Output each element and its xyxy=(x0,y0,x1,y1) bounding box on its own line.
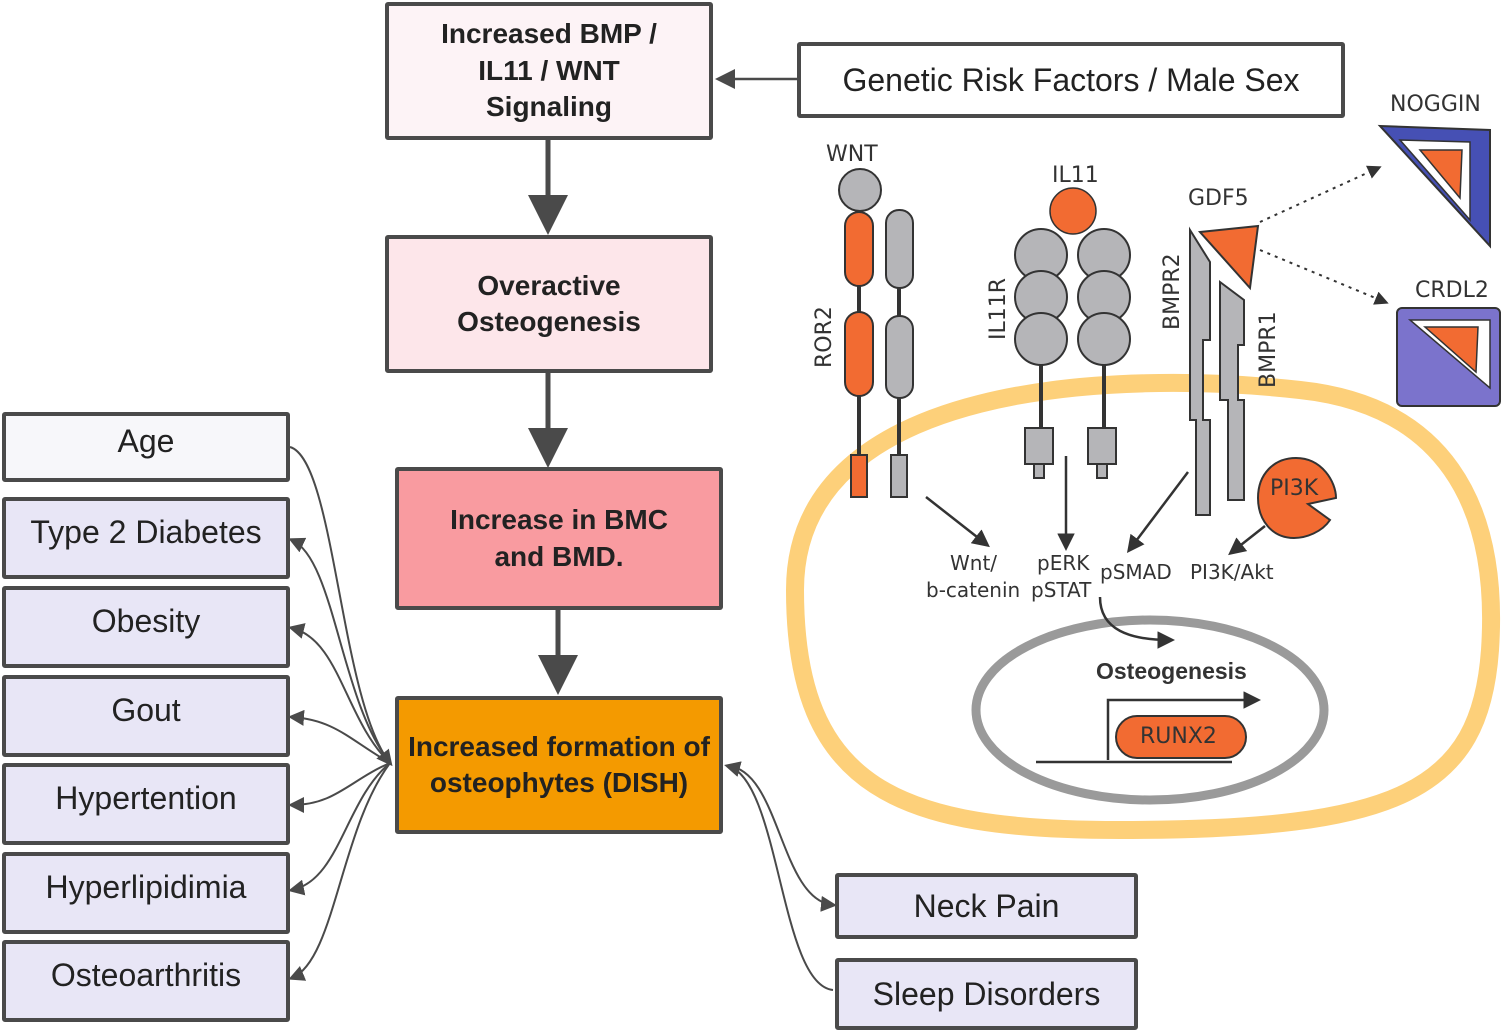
pstat-label: pSTAT xyxy=(1031,578,1092,602)
genetic-risk-box: Genetic Risk Factors / Male Sex xyxy=(797,42,1345,118)
wnt-ligand xyxy=(838,168,882,212)
gdf5-label: GDF5 xyxy=(1188,186,1249,211)
perk-label: pERK xyxy=(1037,551,1090,575)
wnt-label: WNT xyxy=(826,142,878,167)
outcome-label: Sleep Disorders xyxy=(872,975,1101,1012)
pi3k-protein xyxy=(1256,456,1338,540)
pi3k-akt-label: PI3K/Akt xyxy=(1190,560,1274,584)
risk-factor-gout: Gout xyxy=(2,675,290,757)
crdl2-antagonist xyxy=(1396,307,1501,407)
crdl2-label: CRDL2 xyxy=(1415,278,1489,303)
signaling-box: Increased BMP / IL11 / WNT Signaling xyxy=(385,2,713,140)
risk-factor-obesity: Obesity xyxy=(2,586,290,668)
wnt-bcatenin-label-2: b-catenin xyxy=(926,578,1021,602)
gdf5-ligand xyxy=(1197,224,1260,291)
risk-factor-label: Osteoarthritis xyxy=(50,956,242,993)
risk-factor-connectors xyxy=(288,446,393,981)
bmc-box: Increase in BMC and BMD. xyxy=(395,467,723,610)
il11r-label: IL11R xyxy=(986,277,1011,340)
risk-factor-osteoarthritis: Osteoarthritis xyxy=(2,940,290,1022)
outcome-sleep-disorders: Sleep Disorders xyxy=(835,958,1138,1030)
outcome-neck-pain: Neck Pain xyxy=(835,873,1138,939)
nucleus xyxy=(971,615,1329,805)
noggin-label: NOGGIN xyxy=(1390,92,1481,117)
risk-factor-label: Gout xyxy=(111,691,181,728)
psmad-label: pSMAD xyxy=(1100,560,1172,584)
bmc-text: Increase in BMC and BMD. xyxy=(450,504,668,572)
signaling-arrows xyxy=(925,456,1266,649)
bmpr1-label: BMPR1 xyxy=(1256,311,1281,388)
signaling-text: Increased BMP / IL11 / WNT Signaling xyxy=(441,18,657,123)
outcome-connectors xyxy=(724,761,837,991)
risk-factor-label: Age xyxy=(117,422,175,459)
bmpr2-label: BMPR2 xyxy=(1160,253,1185,330)
risk-factor-label: Type 2 Diabetes xyxy=(30,513,262,550)
bmpr-receptor xyxy=(1189,226,1245,516)
il11r-receptor xyxy=(1014,228,1131,479)
runx2-label: RUNX2 xyxy=(1140,724,1217,749)
osteogenesis-text: Overactive Osteogenesis xyxy=(457,269,641,337)
risk-factor-label: Hypertention xyxy=(55,779,237,816)
ror2-label: ROR2 xyxy=(812,306,837,368)
wnt-bcatenin-label-1: Wnt/ xyxy=(950,551,998,575)
dish-box: Increased formation of osteophytes (DISH… xyxy=(395,696,723,834)
noggin-antagonist xyxy=(1377,124,1491,249)
arrow-gdf5-to-crdl2 xyxy=(1259,249,1389,305)
runx2-gene xyxy=(1036,691,1261,764)
arrow-gdf5-to-noggin xyxy=(1259,165,1382,223)
risk-factor-hyperlipidemia: Hyperlipidimia xyxy=(2,852,290,934)
risk-factor-label: Hyperlipidimia xyxy=(45,868,247,905)
risk-factor-diabetes: Type 2 Diabetes xyxy=(2,497,290,579)
cell-membrane xyxy=(785,373,1500,840)
osteogenesis-box: Overactive Osteogenesis xyxy=(385,235,713,373)
outcome-label: Neck Pain xyxy=(913,887,1060,924)
risk-factor-hypertension: Hypertention xyxy=(2,763,290,845)
il11-ligand xyxy=(1049,187,1097,235)
dish-text: Increased formation of osteophytes (DISH… xyxy=(408,730,710,798)
risk-factor-age: Age xyxy=(2,412,290,482)
ror2-receptor xyxy=(844,209,914,498)
il11-label: IL11 xyxy=(1052,163,1099,188)
nucleus-osteogenesis-label: Osteogenesis xyxy=(1096,658,1247,684)
genetic-risk-text: Genetic Risk Factors / Male Sex xyxy=(842,61,1300,98)
risk-factor-label: Obesity xyxy=(91,602,201,639)
pi3k-label: PI3K xyxy=(1270,476,1319,501)
